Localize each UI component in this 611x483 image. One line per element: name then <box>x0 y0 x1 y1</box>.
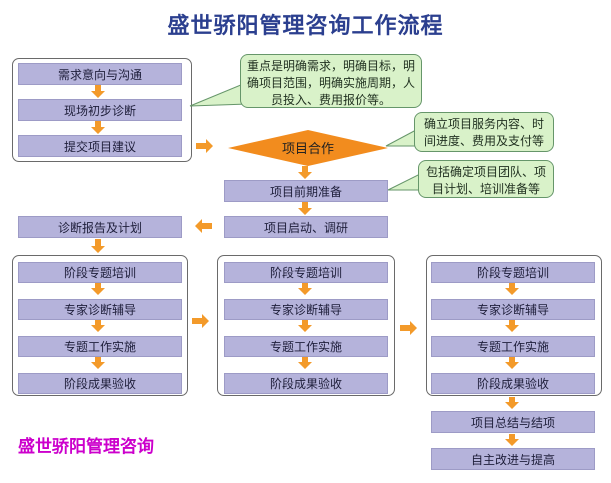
stage3-expert-coaching: 专家诊断辅导 <box>431 299 595 320</box>
stage1-training: 阶段专题培训 <box>18 262 182 283</box>
cooperation-label: 项目合作 <box>281 142 334 157</box>
page-title: 盛世骄阳管理咨询工作流程 <box>167 14 444 39</box>
arrow-left-icon <box>195 219 212 233</box>
callout-team: 包括确定项目团队、项目计划、培训准备等 <box>418 160 554 198</box>
arrow-down-icon <box>91 320 105 332</box>
arrow-down-icon <box>298 283 312 295</box>
step-diagnosis-report: 诊断报告及计划 <box>18 216 182 238</box>
callout-service: 确立项目服务内容、时间进度、费用及支付等 <box>414 112 554 152</box>
arrow-right-icon <box>192 314 209 328</box>
stage1-expert-coaching: 专家诊断辅导 <box>18 299 182 320</box>
arrow-down-icon <box>505 434 519 446</box>
stage1-implementation: 专题工作实施 <box>18 336 182 357</box>
arrow-down-icon <box>505 357 519 369</box>
stage2-training: 阶段专题培训 <box>224 262 388 283</box>
arrow-down-icon <box>505 283 519 295</box>
arrow-right-icon <box>196 139 213 153</box>
brand-name: 盛世骄阳管理咨询 <box>18 437 154 457</box>
arrow-down-icon <box>91 283 105 295</box>
step-project-closure: 项目总结与结项 <box>431 411 595 433</box>
arrow-down-icon <box>91 239 105 253</box>
arrow-down-icon <box>298 202 312 215</box>
stage1-acceptance: 阶段成果验收 <box>18 373 182 394</box>
arrow-down-icon <box>298 320 312 332</box>
arrow-down-icon <box>91 85 105 98</box>
callout-scope: 重点是明确需求，明确目标，明确项目范围，明确实施周期，人员投入、费用报价等。 <box>240 54 422 108</box>
step-project-kickoff: 项目启动、调研 <box>224 216 388 238</box>
step-demand-communication: 需求意向与沟通 <box>18 63 182 85</box>
callout-service-tail <box>385 129 417 147</box>
step-project-preparation: 项目前期准备 <box>224 180 388 202</box>
stage2-expert-coaching: 专家诊断辅导 <box>224 299 388 320</box>
arrow-down-icon <box>298 357 312 369</box>
stage2-implementation: 专题工作实施 <box>224 336 388 357</box>
arrow-right-icon <box>400 321 417 335</box>
step-initial-diagnosis: 现场初步诊断 <box>18 99 182 121</box>
arrow-down-icon <box>91 357 105 369</box>
arrow-down-icon <box>91 121 105 134</box>
arrow-down-icon <box>505 320 519 332</box>
arrow-down-icon <box>298 166 312 179</box>
stage3-training: 阶段专题培训 <box>431 262 595 283</box>
step-submit-proposal: 提交项目建议 <box>18 135 182 157</box>
cooperation-diamond <box>228 130 388 166</box>
stage3-acceptance: 阶段成果验收 <box>431 373 595 394</box>
callout-team-tail <box>387 173 421 191</box>
stage2-acceptance: 阶段成果验收 <box>224 373 388 394</box>
arrow-down-icon <box>505 397 519 409</box>
step-self-improvement: 自主改进与提高 <box>431 448 595 470</box>
stage3-implementation: 专题工作实施 <box>431 336 595 357</box>
